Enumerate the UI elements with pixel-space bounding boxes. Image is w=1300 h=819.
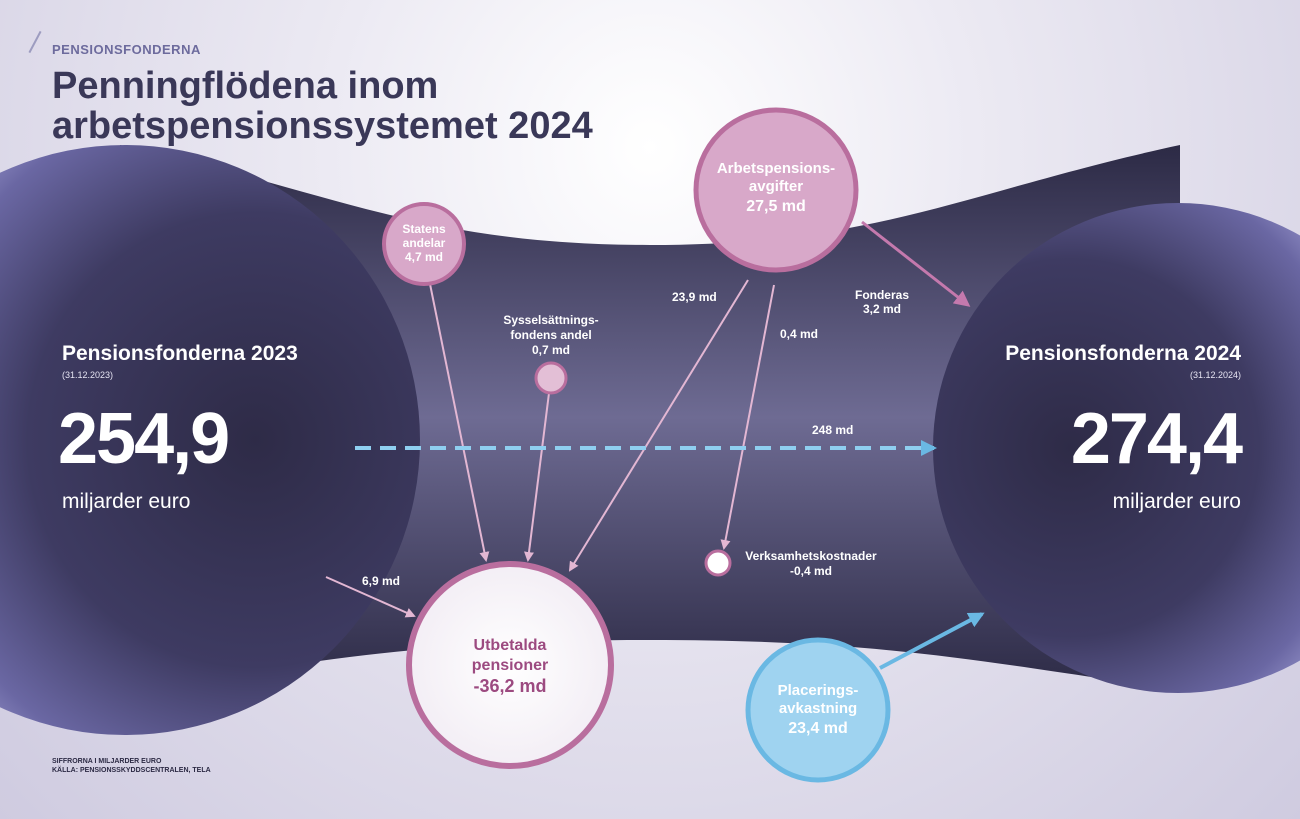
flow-contributions-to-costs (720, 284, 775, 550)
flow-funds-to-pensions (325, 576, 416, 618)
fund-2024-sphere (933, 203, 1300, 693)
state-share-label: Statens andelar 4,7 md (389, 222, 459, 264)
pensions-paid-bubble (406, 561, 614, 769)
fund-2023-date: (31.12.2023) (62, 370, 114, 380)
pensions-paid-line1: Utbetalda (473, 637, 547, 654)
employment-fund-line1: Sysselsättnings- (503, 313, 599, 327)
footer-source: KÄLLA: PENSIONSSKYDDSCENTRALEN, TELA (52, 767, 211, 774)
employment-fund-amount: 0,7 md (531, 343, 570, 357)
contributions-label: Arbetspensions- avgifter 27,5 md (706, 160, 846, 216)
section-kicker: PENSIONSFONDERNA (52, 42, 201, 57)
flow-label-from-funds: 6,9 md (362, 574, 401, 588)
employment-fund-line2: fondens andel (510, 328, 592, 342)
footer-note: SIFFRORNA I MILJARDER EURO (52, 758, 162, 765)
flow-label-to-costs: 0,4 md (780, 327, 819, 341)
page-title: Penningflödena inom arbetspensionssystem… (52, 65, 593, 147)
flow-employment-to-pensions (524, 392, 550, 562)
investment-return-amount: 23,4 md (788, 720, 848, 737)
state-share-bubble (382, 202, 466, 286)
flow-state-to-pensions (429, 283, 490, 562)
fund-2024-title: Pensionsfonderna 2024 (1005, 342, 1241, 365)
flow-contributions-to-pensions (568, 279, 749, 572)
contributions-bubble (693, 107, 859, 273)
flow-label-funded: Fonderas 3,2 md (840, 288, 924, 316)
flow-investment-return (879, 612, 985, 670)
contributions-amount: 27,5 md (746, 198, 806, 215)
fund-2024-value: 274,4 (1070, 399, 1243, 479)
contributions-line1: Arbetspensions- (716, 160, 836, 177)
investment-return-line2: avkastning (778, 700, 858, 717)
contributions-line2: avgifter (748, 178, 804, 195)
flow-label-carryover: 248 md (812, 423, 854, 437)
operating-costs-label: Verksamhetskostnader -0,4 md (736, 549, 886, 579)
fund-2023-sphere (0, 145, 420, 735)
fund-2023-title: Pensionsfonderna 2023 (62, 342, 298, 365)
flow-label-to-pensions: 23,9 md (672, 290, 717, 304)
fund-2024-unit: miljarder euro (1112, 490, 1241, 513)
employment-fund-label: Sysselsättnings- fondens andel 0,7 md (476, 313, 626, 358)
flow-funded (861, 220, 971, 307)
funded-amount: 3,2 md (862, 302, 901, 316)
fund-2024-date: (31.12.2024) (1189, 370, 1241, 380)
funded-label: Fonderas (854, 288, 909, 302)
fund-2023-value: 254,9 (58, 399, 230, 479)
investment-return-line1: Placerings- (777, 682, 859, 699)
investment-return-bubble (745, 637, 891, 783)
fund-2023-unit: miljarder euro (62, 490, 191, 513)
pensions-paid-label: Utbetalda pensioner -36,2 md (440, 636, 580, 696)
state-share-line1: Statens (402, 222, 446, 236)
investment-return-label: Placerings- avkastning 23,4 md (758, 682, 878, 738)
state-share-line2: andelar (402, 236, 446, 250)
operating-costs-bubble (704, 549, 732, 577)
employment-fund-bubble (534, 361, 568, 395)
state-share-amount: 4,7 md (404, 250, 443, 264)
operating-costs-line1: Verksamhetskostnader (745, 549, 877, 563)
operating-costs-amount: -0,4 md (789, 564, 832, 578)
pensions-paid-amount: -36,2 md (473, 676, 547, 696)
pensions-paid-line2: pensioner (471, 657, 549, 674)
